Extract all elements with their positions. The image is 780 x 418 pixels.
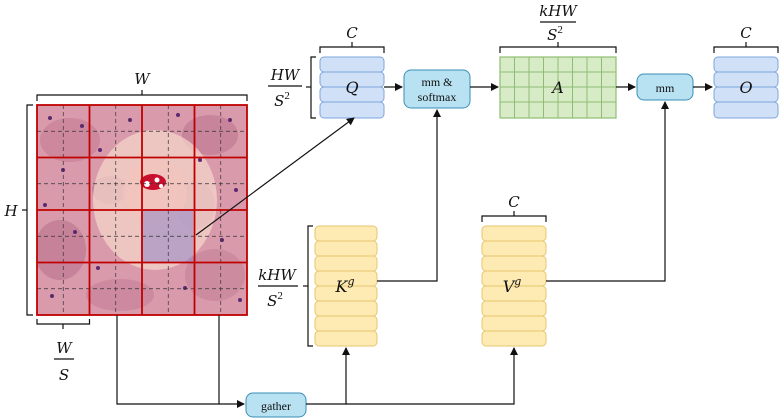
- gather-op: [245, 392, 307, 418]
- arrow-image-to-query: [195, 117, 355, 236]
- image-width-label: W: [134, 70, 151, 88]
- attention-cols-bracket: [499, 42, 617, 53]
- arrow-key-to-mm-softmax: [377, 109, 441, 282]
- query-label: Q: [345, 78, 358, 97]
- query-rows-denominator: S2: [274, 90, 290, 110]
- patch-size-bracket: [36, 319, 91, 329]
- patch-size-numerator: W: [56, 339, 73, 357]
- arrow-gather-to-key: [306, 347, 350, 405]
- input-image: [36, 104, 248, 316]
- output-label: O: [739, 78, 752, 97]
- output-channels-label: C: [740, 24, 752, 42]
- gather-label: gather: [261, 399, 291, 413]
- arrow-gather-to-value: [346, 347, 518, 405]
- query-rows-bracket: [306, 56, 316, 119]
- key-rows-bracket: [303, 225, 313, 347]
- query-rows-numerator: HW: [270, 66, 301, 84]
- key-rows-numerator: kHW: [258, 266, 297, 284]
- value-channels-bracket: [481, 211, 547, 222]
- arrow-value-to-mm: [546, 101, 669, 282]
- query-channels-label: C: [346, 24, 358, 42]
- output-matrix: [713, 56, 779, 119]
- attention-cols-numerator: kHW: [539, 2, 578, 20]
- image-width-bracket: [36, 90, 248, 101]
- value-channels-label: C: [508, 193, 520, 211]
- image-height-bracket: [22, 104, 33, 316]
- attention-cols-denominator: S2: [547, 24, 563, 44]
- mm-softmax-label-line1: mm &: [421, 75, 453, 89]
- mm-softmax-op: [403, 69, 471, 109]
- attention-label: A: [550, 78, 564, 97]
- query-channels-bracket: [319, 42, 385, 53]
- line-image-to-gather-left: [116, 315, 245, 408]
- image-height-label: H: [3, 202, 18, 220]
- mm-label: mm: [656, 81, 675, 95]
- value-label: Vg: [503, 275, 522, 296]
- value-matrix: [481, 225, 547, 347]
- mm-softmax-label-line2: softmax: [418, 90, 457, 104]
- attention-matrix: [499, 56, 617, 119]
- output-channels-bracket: [713, 42, 779, 53]
- connection-lines: [116, 83, 713, 408]
- query-matrix: [319, 56, 385, 119]
- key-label: Kg: [335, 275, 355, 296]
- patch-size-denominator: S: [59, 366, 69, 384]
- key-matrix: [314, 225, 378, 347]
- key-rows-denominator: S2: [267, 290, 283, 310]
